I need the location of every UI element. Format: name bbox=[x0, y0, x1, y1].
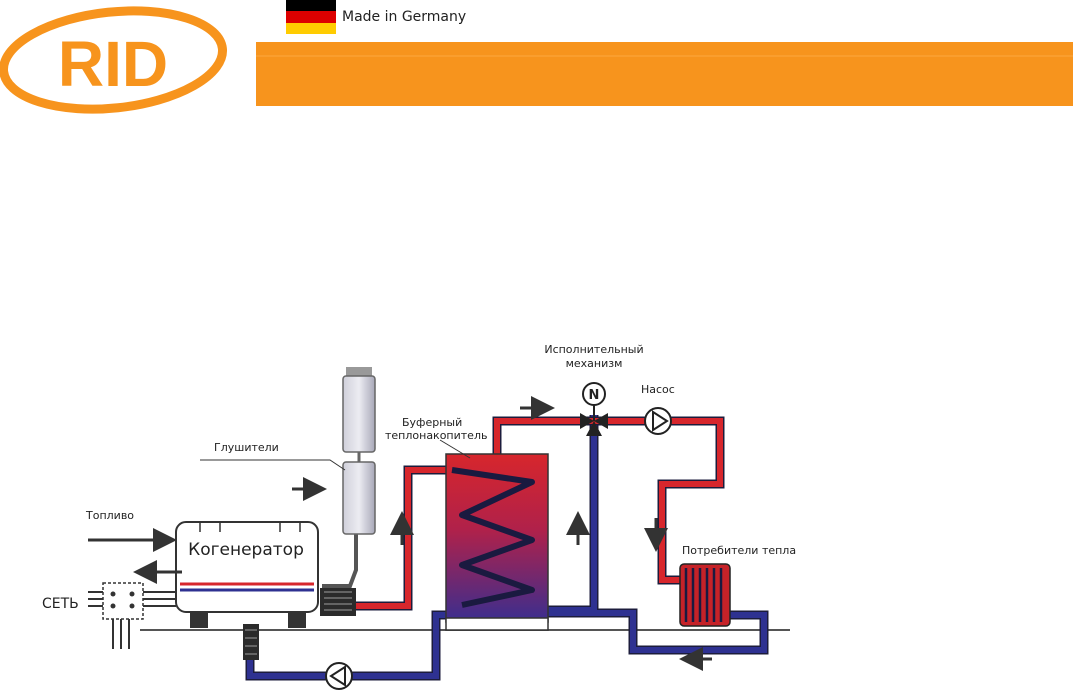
buffer-leader bbox=[439, 439, 471, 459]
cogenerator-label: Когенератор bbox=[188, 540, 304, 560]
heat-exchanger bbox=[243, 588, 356, 660]
mufflers-leader bbox=[200, 459, 346, 471]
cogenerator: Когенератор bbox=[175, 521, 319, 628]
actuator-valve: N bbox=[580, 382, 608, 436]
fuel-label: Топливо bbox=[85, 509, 134, 522]
flow-arrows bbox=[88, 396, 712, 671]
heat-consumer-radiator bbox=[679, 563, 731, 627]
actuator-symbol: N bbox=[589, 388, 600, 403]
buffer-label-line1: Буферный bbox=[402, 416, 462, 429]
mufflers-label: Глушители bbox=[214, 441, 279, 454]
buffer-label-line2: теплонакопитель bbox=[385, 429, 487, 442]
buffer-tank bbox=[445, 453, 549, 631]
mufflers bbox=[342, 367, 376, 535]
germany-flag-icon bbox=[286, 0, 336, 34]
consumers-label: Потребители тепла bbox=[682, 544, 796, 557]
grid-connection: СЕТЬ bbox=[42, 582, 176, 649]
rid-logo: RID bbox=[0, 6, 228, 114]
grid-label: СЕТЬ bbox=[42, 596, 79, 612]
actuator-label-line2: механизм bbox=[566, 357, 623, 370]
tank-coil bbox=[451, 467, 535, 608]
actuator-motor-icon bbox=[582, 382, 606, 406]
pump-top-icon bbox=[644, 407, 672, 435]
made-in-germany: Made in Germany bbox=[286, 0, 466, 34]
pump-bottom-icon bbox=[325, 662, 353, 690]
actuator-label-line1: Исполнительный bbox=[544, 343, 643, 356]
header-banner bbox=[256, 42, 1073, 106]
logo-text: RID bbox=[58, 28, 168, 100]
pump-label: Насос bbox=[641, 383, 675, 396]
logo-ring bbox=[0, 6, 228, 114]
exhaust-pipe bbox=[322, 534, 358, 588]
made-in-label: Made in Germany bbox=[342, 9, 467, 25]
